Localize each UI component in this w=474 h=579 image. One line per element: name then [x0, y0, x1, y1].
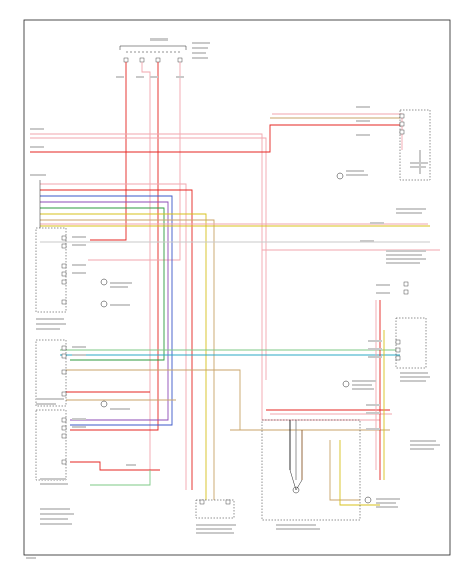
wire-tan-2 — [329, 440, 360, 501]
right-module-bottom — [410, 440, 440, 450]
wire-red-1 — [90, 62, 127, 241]
wire-red-b2 — [40, 189, 193, 490]
bottom-center-module — [195, 499, 236, 534]
wire-pink-h2 — [30, 137, 267, 380]
wire-labels — [30, 76, 390, 466]
wire-light-green — [90, 470, 151, 486]
wire-tan-l1 — [66, 369, 241, 430]
right-sensor-mid — [342, 380, 376, 390]
right-sensor-top — [336, 170, 368, 180]
left-connector-block — [30, 174, 46, 228]
right-module-mid — [386, 250, 426, 295]
diagram-frame — [23, 19, 451, 556]
wire-pink-b1 — [40, 183, 187, 490]
wire-violet-b4 — [40, 201, 169, 421]
left-module-upper — [35, 227, 67, 330]
wire-red-2 — [70, 62, 159, 431]
wire-bundle — [30, 62, 440, 506]
wire-red-h3 — [30, 124, 400, 153]
wire-pink-2 — [88, 62, 181, 261]
right-top-module — [396, 109, 431, 214]
wire-tan-b7 — [40, 219, 215, 500]
wire-pink-1 — [141, 62, 151, 470]
wire-green-b5 — [40, 207, 165, 361]
wire-blue-b3 — [40, 195, 173, 426]
bottom-ground-block — [261, 419, 361, 530]
left-module-lower — [35, 409, 68, 485]
bottom-left-module — [40, 508, 74, 525]
top-junction-connector — [119, 38, 210, 63]
bottom-right-sensor — [364, 496, 400, 508]
wire-pink-v — [261, 250, 380, 421]
right-module-lower — [395, 317, 430, 382]
wire-pink-h4 — [272, 113, 403, 150]
wire-yellow-b6 — [40, 213, 207, 500]
page-ref-mark — [26, 557, 36, 559]
wire-yellow-2 — [339, 440, 380, 506]
left-sensors — [100, 278, 132, 410]
wire-red-l4 — [70, 461, 160, 471]
wire-pink-h1 — [30, 133, 440, 251]
left-module-mid — [35, 339, 67, 407]
